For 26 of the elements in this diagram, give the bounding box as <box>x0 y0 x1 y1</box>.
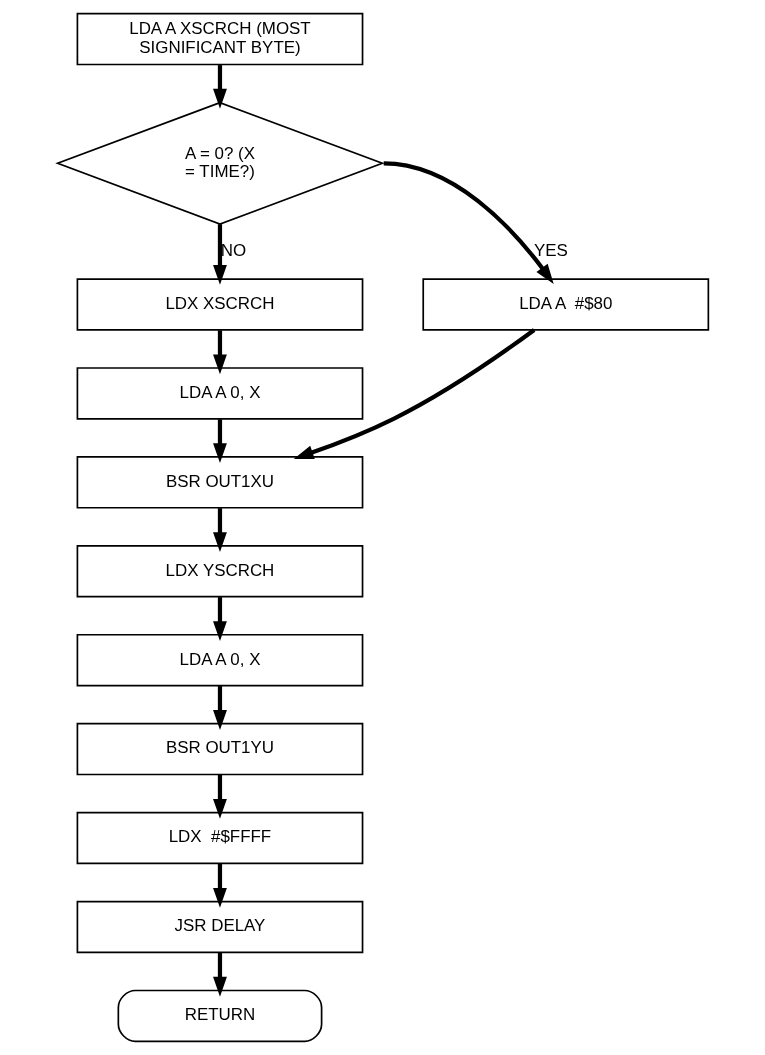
edge-label: NO <box>220 240 246 260</box>
node-box: RETURN <box>117 989 322 1043</box>
arrow <box>212 330 227 375</box>
arrow <box>293 328 535 459</box>
arrow <box>212 686 227 730</box>
arrow <box>383 161 554 284</box>
node-box: LDA A #$80 <box>421 278 709 331</box>
arrow <box>212 508 227 553</box>
node-box: LDA A XSCRCH (MOST SIGNIFICANT BYTE) <box>76 12 363 66</box>
node-box: LDX #$FFFF <box>76 811 363 865</box>
arrow <box>212 863 227 908</box>
node-box: LDX XSCRCH <box>76 278 363 331</box>
arrow <box>212 224 227 285</box>
arrow <box>212 65 227 109</box>
arrow <box>212 419 227 464</box>
node-box: BSR OUT1YU <box>76 722 363 776</box>
node-box: LDA A 0, X <box>76 633 363 687</box>
arrow <box>212 774 227 819</box>
node-box: BSR OUT1XU <box>76 456 363 509</box>
node-box: LDX YSCRCH <box>76 545 363 598</box>
node-box: LDA A 0, X <box>76 367 363 420</box>
node-box: JSR DELAY <box>76 900 363 954</box>
node-diamond: A = 0? (X = TIME?) <box>54 101 385 225</box>
arrow <box>212 597 227 641</box>
arrow <box>212 952 227 997</box>
edge-label: YES <box>533 240 568 260</box>
